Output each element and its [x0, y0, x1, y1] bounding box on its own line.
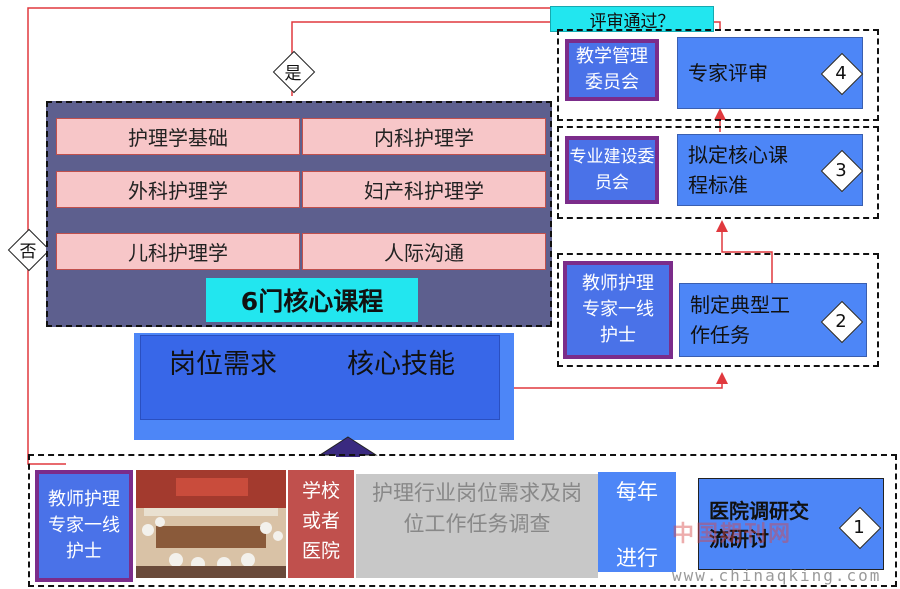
watermark-cn: 中国期刊网 [672, 522, 793, 547]
hospital-research-box: 医院调研交流研讨 1 [698, 478, 884, 570]
course-item: 护理学基础 [56, 118, 300, 155]
yes-decision: 是 [272, 50, 316, 94]
frequency-top: 每年 [616, 480, 658, 504]
frequency-box: 每年 进行 [598, 472, 676, 572]
step1-marker: 1 [838, 506, 882, 550]
step1-number: 1 [853, 516, 865, 538]
yes-label: 是 [284, 63, 302, 84]
step2-number: 2 [835, 310, 847, 332]
job-requirements-label: 岗位需求 [169, 349, 277, 380]
course-item: 人际沟通 [302, 233, 546, 270]
step3-number: 3 [835, 159, 847, 181]
core-skills-label: 核心技能 [347, 349, 455, 380]
expert-review-box: 专家评审 [677, 37, 863, 109]
step4-number: 4 [835, 62, 847, 84]
needs-to-step2-line [514, 372, 728, 389]
course-item: 妇产科护理学 [302, 171, 546, 208]
watermark-url: www.chinaqking.com [672, 566, 882, 585]
step4-container: 教学管理委员会 专家评审 4 [557, 29, 879, 121]
core-course-panel: 护理学基础 内科护理学 外科护理学 妇产科护理学 儿科护理学 人际沟通 6门核心… [46, 101, 552, 327]
step2-marker: 2 [820, 300, 864, 344]
bottom-participants-box: 教师护理专家一线护士 [35, 470, 133, 582]
industry-survey-box: 护理行业岗位需求及岗位工作任务调查 [356, 474, 598, 578]
step2-to-step3-line [716, 220, 773, 285]
location-box: 学校或者医院 [288, 470, 354, 578]
course-item: 儿科护理学 [56, 233, 300, 270]
step3-container: 专业建设委员会 拟定核心课程标准 3 [557, 126, 879, 219]
course-standard-label: 拟定核心课程标准 [688, 143, 788, 197]
specialty-committee-box: 专业建设委员会 [565, 136, 659, 204]
course-item: 内科护理学 [302, 118, 546, 155]
expert-review-label: 专家评审 [688, 61, 768, 85]
step2-container: 教师护理专家一线护士 制定典型工作任务 2 [557, 253, 879, 367]
typical-task-label: 制定典型工作任务 [690, 293, 790, 347]
step3-marker: 3 [820, 149, 864, 193]
needs-skills-inner: 岗位需求 核心技能 [140, 335, 500, 420]
survey-container: 教师护理专家一线护士 学校或者医院 护理行业岗位需求及岗位工作任务调查 每年 进… [28, 454, 897, 587]
step4-marker: 4 [820, 52, 864, 96]
course-item: 外科护理学 [56, 171, 300, 208]
step2-participants-box: 教师护理专家一线护士 [563, 261, 673, 359]
hospital-research-label: 医院调研交流研讨 [709, 499, 809, 551]
frequency-bottom: 进行 [616, 546, 658, 570]
needs-skills-outer: 岗位需求 核心技能 [134, 333, 514, 440]
no-decision: 否 [7, 228, 51, 272]
review-question-text: 评审通过？ [589, 11, 675, 32]
no-label: 否 [19, 241, 37, 262]
core-course-title: 6门核心课程 [206, 278, 418, 322]
meeting-photo [136, 470, 286, 578]
teaching-committee-box: 教学管理委员会 [565, 39, 659, 101]
review-question-box: 评审通过？ [550, 6, 714, 32]
